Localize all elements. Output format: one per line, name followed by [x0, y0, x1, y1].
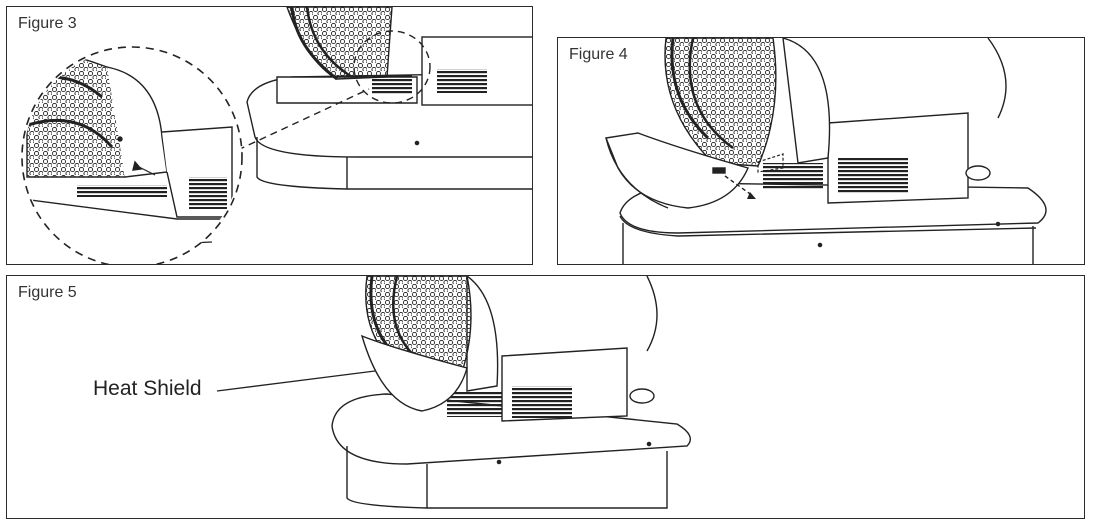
figure-3-panel: Figure 3 [6, 6, 533, 265]
heater-housing [763, 38, 1007, 204]
zoom-detail [21, 46, 243, 264]
figure-3-label: Figure 3 [16, 15, 79, 33]
heater-housing [276, 36, 532, 106]
figure-4-label: Figure 4 [567, 46, 630, 64]
callout-leader-line [216, 370, 376, 392]
figure-4-illustration [605, 38, 1047, 264]
figure-4-panel: Figure 4 [557, 37, 1085, 265]
fan-guard [286, 7, 393, 81]
figure-5-label: Figure 5 [16, 284, 79, 302]
fan-guard [664, 38, 777, 167]
heater-housing [447, 276, 658, 422]
figure-5-illustration [216, 276, 691, 509]
heat-shield-callout: Heat Shield [93, 377, 202, 400]
heat-shield [605, 132, 749, 209]
figure-3-illustration [21, 7, 532, 264]
heat-shield [360, 334, 468, 412]
figure-5-panel: Figure 5 Heat Shield [6, 275, 1085, 519]
